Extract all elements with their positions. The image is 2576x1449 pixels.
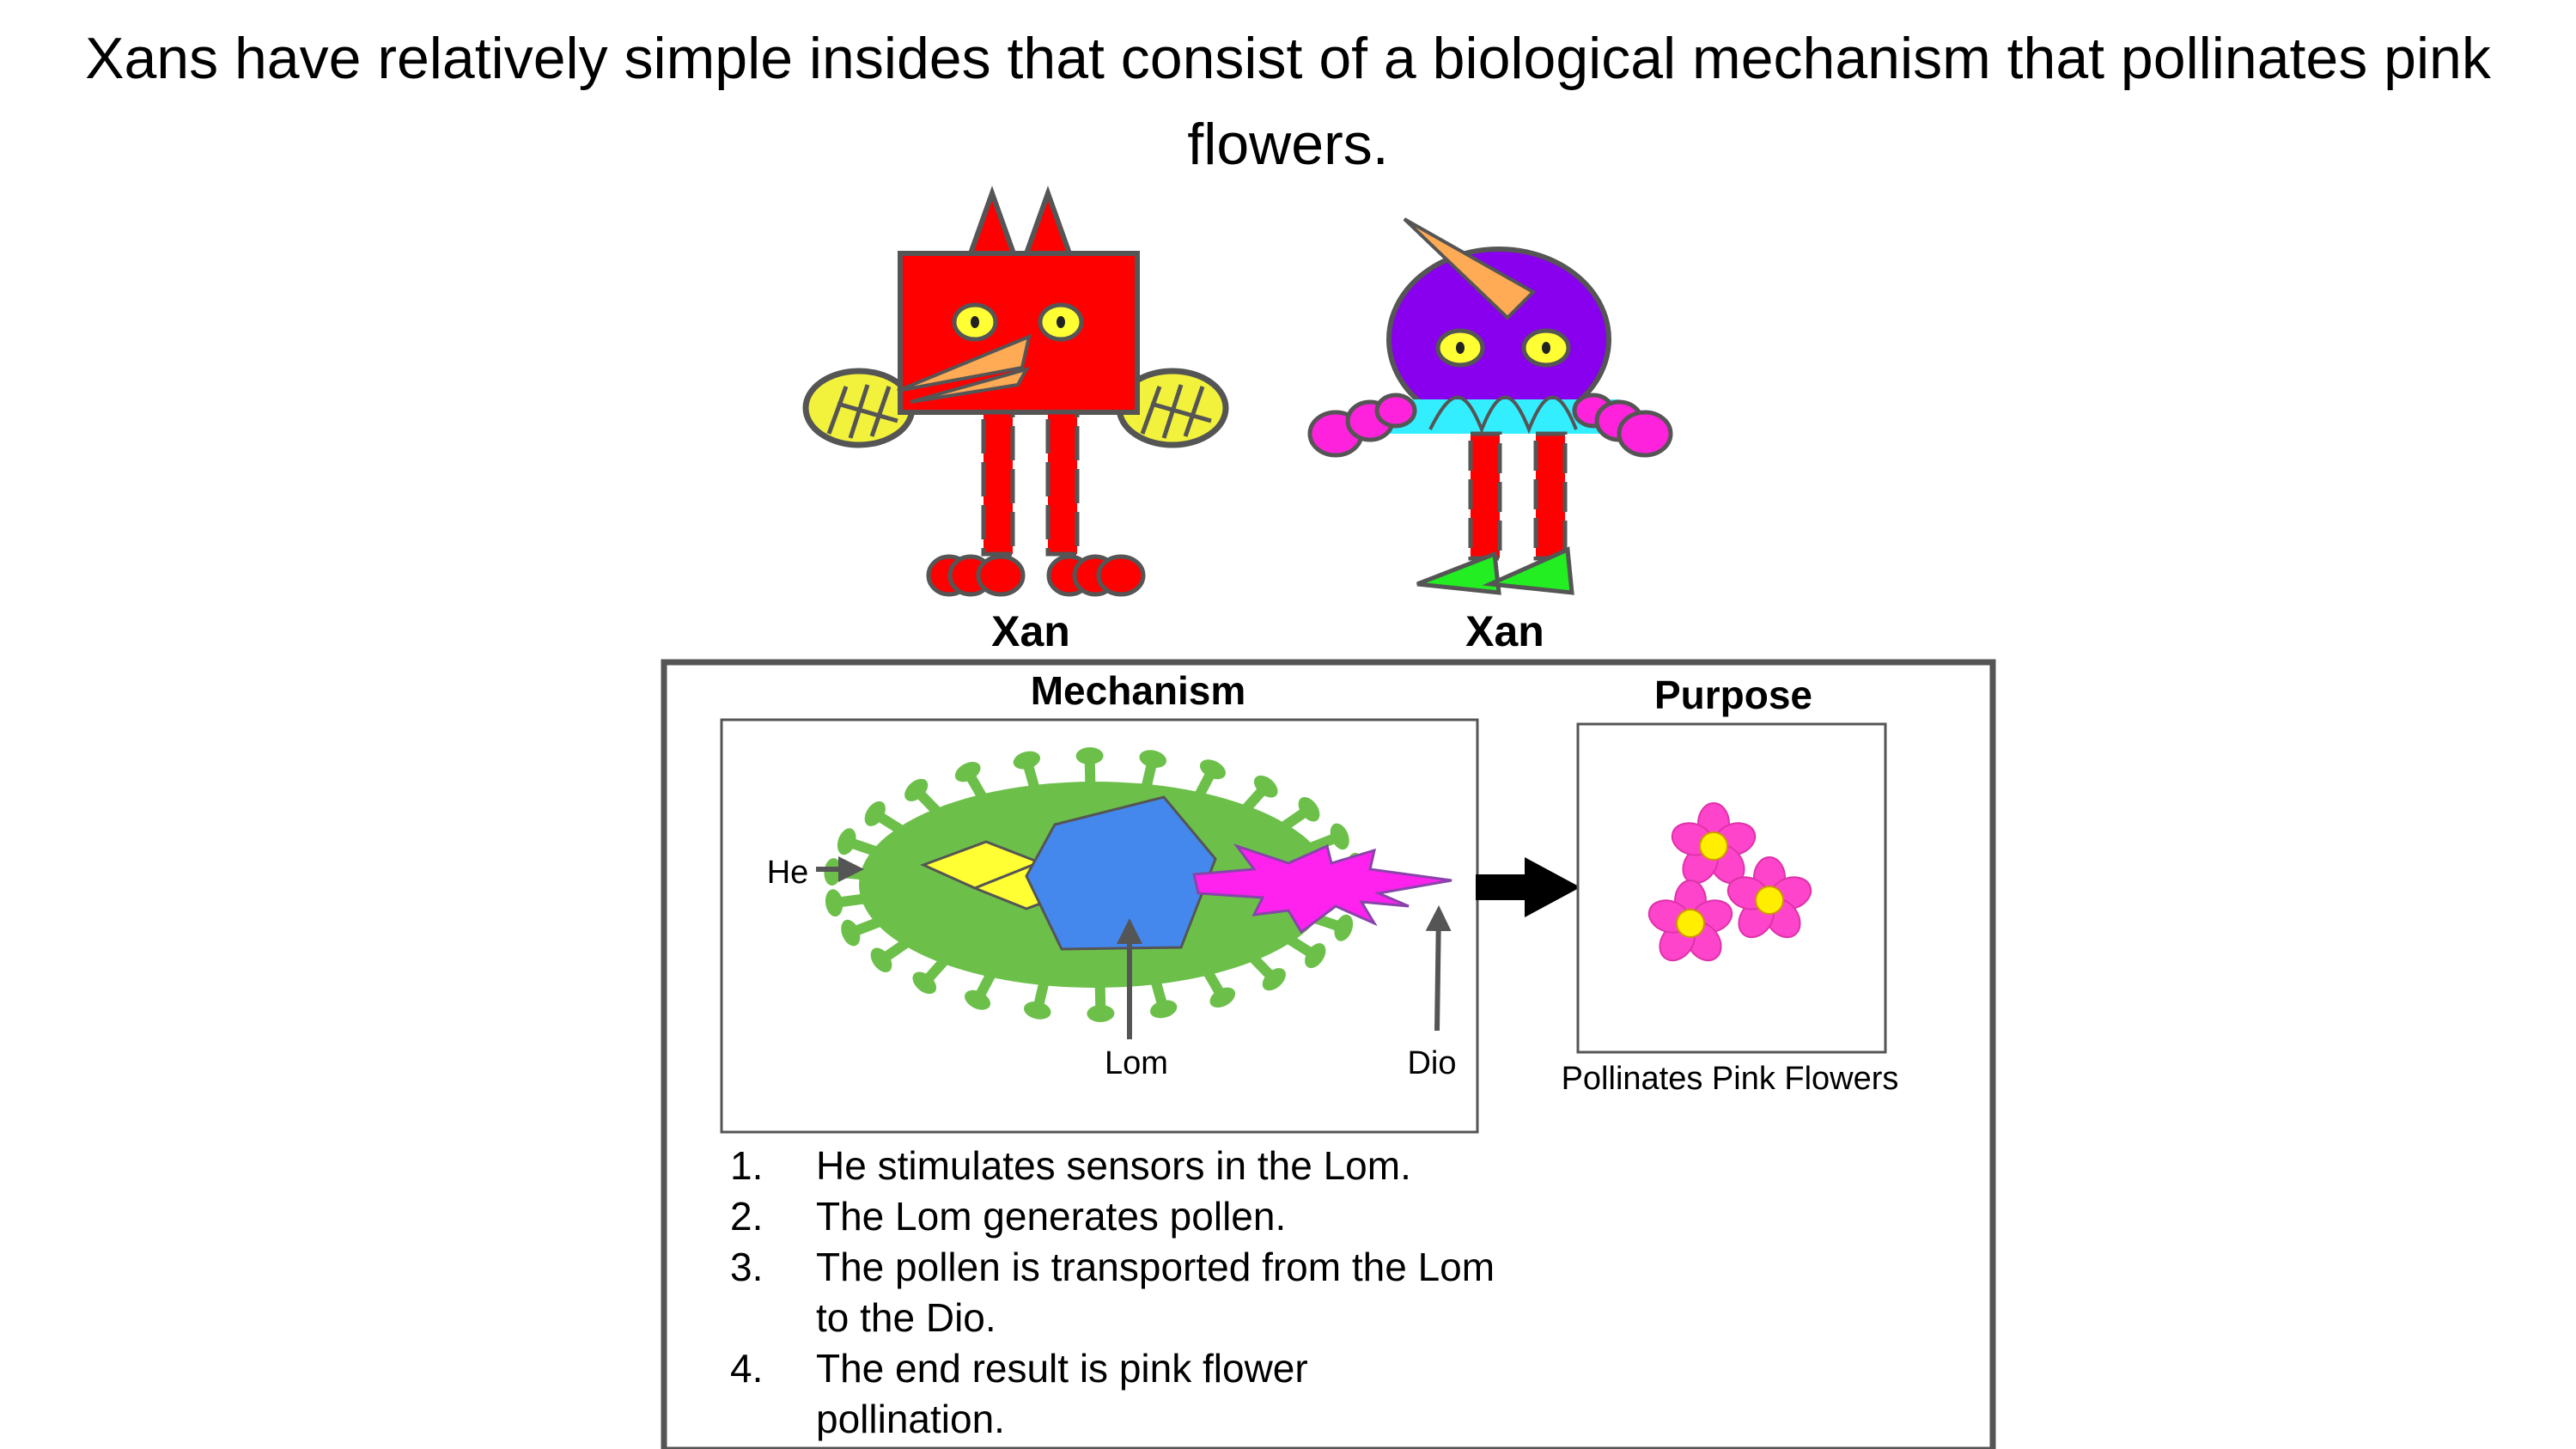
cell-spike-tip — [912, 971, 937, 995]
cell-spike-tip — [1149, 1000, 1178, 1019]
he-label: He — [767, 855, 809, 891]
cell-spike-tip — [1305, 943, 1326, 969]
cell-spike-tip — [904, 778, 929, 801]
leg-right — [1045, 410, 1080, 557]
cell-spike-tip — [1262, 968, 1286, 991]
cell-spike-tip — [1199, 759, 1226, 780]
horn — [1403, 217, 1537, 320]
cell-spike-tip — [1013, 751, 1041, 770]
step-item: 1. He stimulates sensors in the Lom. — [730, 1141, 1503, 1191]
purpose-caption: Pollinates Pink Flowers — [1562, 1061, 1899, 1097]
horn-left — [966, 186, 1018, 256]
pink-flowers — [1643, 802, 1817, 969]
mechanism-to-purpose-arrow — [1476, 857, 1580, 917]
dio-structure — [1192, 843, 1452, 935]
step-item: 3. The pollen is transported from the Lo… — [730, 1242, 1503, 1343]
step-text: The pollen is transported from the Lom t… — [816, 1245, 1495, 1340]
creature-body — [898, 251, 1140, 415]
cell-spike-tip — [837, 828, 856, 855]
flower — [1722, 856, 1817, 946]
cell-spike-tip — [1087, 1004, 1115, 1022]
mechanism-steps-list: 1. He stimulates sensors in the Lom. 2. … — [730, 1141, 1503, 1445]
cell-spike-tip — [1139, 750, 1167, 769]
xan-red-creature — [802, 186, 1229, 597]
step-item: 4. The end result is pink flower pollina… — [730, 1343, 1503, 1445]
step-number: 4. — [730, 1346, 764, 1391]
feet — [926, 554, 1146, 597]
foot-left — [1416, 551, 1501, 595]
xan-purple-creature — [1307, 217, 1673, 595]
cell-spike-tip — [965, 989, 991, 1010]
wing-left — [802, 368, 916, 448]
cell-spike-tip — [824, 858, 842, 886]
flower — [1643, 880, 1738, 969]
creature-name-2: Xan — [1465, 607, 1544, 655]
cell-spike-tip — [1334, 914, 1354, 941]
dio-arrow — [1425, 905, 1452, 1032]
cell-spike-tip — [841, 919, 861, 947]
step-text: The Lom generates pollen. — [816, 1194, 1287, 1239]
step-number: 2. — [730, 1194, 764, 1239]
cell-spike-tip — [1253, 775, 1278, 798]
flower — [1666, 802, 1761, 892]
step-number: 3. — [730, 1245, 764, 1289]
explanation-panel — [661, 659, 1996, 1449]
step-number: 1. — [730, 1143, 764, 1188]
cell-spike-tip — [864, 801, 886, 826]
step-text: The end result is pink flower pollinatio… — [816, 1346, 1308, 1441]
horn-right — [1022, 186, 1074, 256]
cell-spike-tip — [1330, 823, 1349, 850]
foot-right — [1482, 546, 1574, 595]
hand-left — [1307, 393, 1417, 458]
cell-spike-tip — [1298, 797, 1320, 822]
cell-spike-tip — [954, 761, 981, 782]
leg-left — [981, 410, 1015, 557]
dio-label: Dio — [1407, 1045, 1456, 1081]
leg-right — [1533, 431, 1568, 561]
cell-spike-tip — [1075, 747, 1104, 765]
step-text: He stimulates sensors in the Lom. — [816, 1143, 1411, 1188]
cell-spike-tip — [825, 889, 843, 917]
step-item: 2. The Lom generates pollen. — [730, 1191, 1503, 1242]
creature-name-1: Xan — [991, 607, 1070, 655]
cell-spike-tip — [870, 947, 892, 972]
cell-spike-tip — [1209, 987, 1236, 1008]
lom-label: Lom — [1105, 1045, 1168, 1081]
purpose-heading: Purpose — [1654, 673, 1812, 717]
cell-spike-tip — [1023, 1001, 1051, 1020]
beak — [897, 333, 1032, 393]
page-title: Xans have relatively simple insides that… — [85, 26, 2491, 177]
leg-left — [1468, 431, 1502, 561]
mechanism-heading: Mechanism — [1031, 668, 1246, 713]
hand-right — [1572, 393, 1673, 458]
